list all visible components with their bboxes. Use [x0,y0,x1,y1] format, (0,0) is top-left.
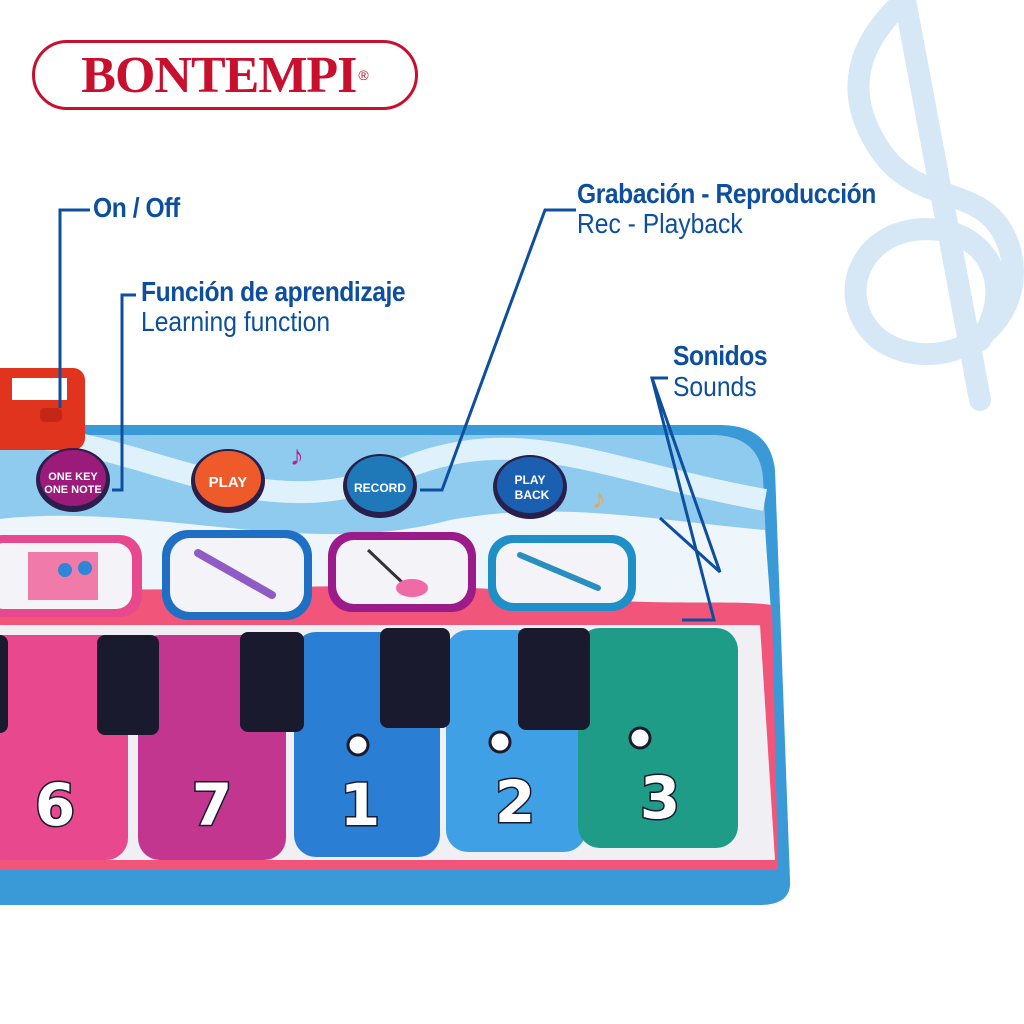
callout-record-en: Rec - Playback [577,208,743,239]
button-label: ONE KEY [48,471,98,483]
key-number: 3 [640,764,680,832]
button-label: ONE NOTE [44,484,101,496]
callout-sounds-es: Sonidos [673,340,768,371]
logo-text: BONTEMPI [81,46,357,104]
piano-key-3[interactable]: 3 [578,628,738,848]
button-one-key-one-note[interactable]: ONE KEY ONE NOTE [36,448,110,512]
music-note-icon: ♪ [290,440,304,471]
callout-lines [58,208,722,622]
button-label: PLAY [515,473,546,487]
clarinet-icon[interactable] [162,530,312,620]
button-label: BACK [515,488,550,502]
power-switch-box[interactable] [0,368,85,450]
key-number: 2 [495,768,535,836]
piano-key-6[interactable]: 6 [0,635,128,860]
button-play[interactable]: PLAY [191,449,265,513]
xylophone-icon[interactable] [0,535,142,617]
callout-learning-es: Función de aprendizaje [141,276,406,307]
button-record[interactable]: RECORD [343,454,417,518]
callout-record-es: Grabación - Reproducción [577,178,876,209]
flute-icon[interactable] [488,535,636,611]
callout-on-off: On / Off [93,192,180,223]
guitar-icon[interactable] [328,532,476,612]
callout-learning-en: Learning function [141,306,331,337]
key-number: 1 [340,771,380,839]
registered-mark: ® [358,67,369,83]
button-play-back[interactable]: PLAY BACK [493,455,567,519]
callout-sounds-en: Sounds [673,371,757,402]
key-number: 6 [35,771,75,839]
key-number: 7 [192,771,232,839]
bontempi-logo: BONTEMPI® [32,40,418,110]
button-label: RECORD [354,481,406,495]
black-keys[interactable] [0,628,590,735]
button-label: PLAY [209,474,248,491]
music-note-icon: ♪ [592,483,606,514]
